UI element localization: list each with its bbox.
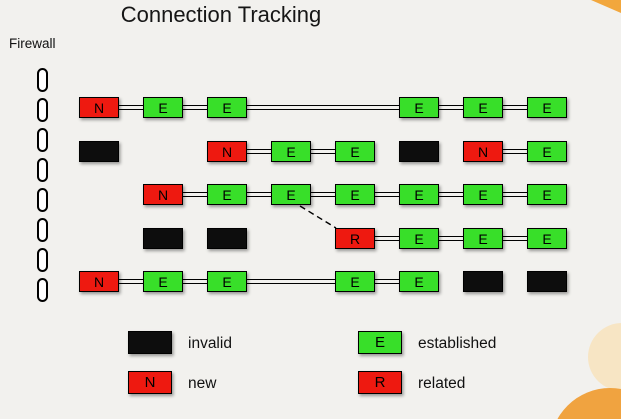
- legend-swatch-established: E: [358, 331, 402, 354]
- state-box-established: E: [399, 184, 439, 205]
- connection-line: [483, 149, 547, 154]
- state-box-established: E: [399, 271, 439, 292]
- firewall-pill: [37, 68, 48, 92]
- corner-accent-triangle: [591, 0, 621, 13]
- firewall-pill: [37, 188, 48, 212]
- firewall-label: Firewall: [9, 36, 56, 51]
- state-box-invalid: [207, 228, 247, 249]
- state-box-established: E: [271, 141, 311, 162]
- state-box-related: R: [335, 228, 375, 249]
- state-box-invalid: [463, 271, 503, 292]
- firewall-pill: [37, 158, 48, 182]
- state-box-established: E: [463, 228, 503, 249]
- state-box-established: E: [463, 184, 503, 205]
- legend-label-established: established: [418, 335, 497, 352]
- slide-title: Connection Tracking: [120, 2, 322, 27]
- legend-label-invalid: invalid: [188, 335, 232, 352]
- legend-swatch-new: N: [128, 371, 172, 394]
- state-box-established: E: [527, 97, 567, 118]
- state-box-established: E: [527, 184, 567, 205]
- connection-line: [99, 105, 547, 110]
- state-box-established: E: [207, 271, 247, 292]
- state-box-new: N: [143, 184, 183, 205]
- firewall-pill: [37, 128, 48, 152]
- state-box-new: N: [463, 141, 503, 162]
- state-box-invalid: [527, 271, 567, 292]
- firewall-pill: [37, 218, 48, 242]
- state-box-new: N: [207, 141, 247, 162]
- legend-swatch-related: R: [358, 371, 402, 394]
- legend-label-new: new: [188, 375, 217, 392]
- state-box-established: E: [271, 184, 311, 205]
- state-box-established: E: [399, 228, 439, 249]
- state-box-new: N: [79, 271, 119, 292]
- firewall-pill: [37, 98, 48, 122]
- connection-line: [99, 279, 419, 284]
- state-box-invalid: [79, 141, 119, 162]
- state-box-established: E: [399, 97, 439, 118]
- state-box-established: E: [527, 141, 567, 162]
- state-box-new: N: [79, 97, 119, 118]
- state-box-established: E: [143, 97, 183, 118]
- state-box-established: E: [207, 97, 247, 118]
- connection-line: [355, 236, 547, 241]
- state-box-invalid: [143, 228, 183, 249]
- legend-label-related: related: [418, 375, 466, 392]
- state-box-established: E: [335, 271, 375, 292]
- state-box-established: E: [143, 271, 183, 292]
- firewall-pill: [37, 248, 48, 272]
- firewall-barrier: [37, 68, 48, 308]
- state-box-established: E: [207, 184, 247, 205]
- state-box-established: E: [527, 228, 567, 249]
- state-box-established: E: [463, 97, 503, 118]
- state-box-invalid: [399, 141, 439, 162]
- state-box-established: E: [335, 141, 375, 162]
- firewall-pill: [37, 278, 48, 302]
- legend-swatch-invalid: [128, 331, 172, 354]
- state-box-established: E: [335, 184, 375, 205]
